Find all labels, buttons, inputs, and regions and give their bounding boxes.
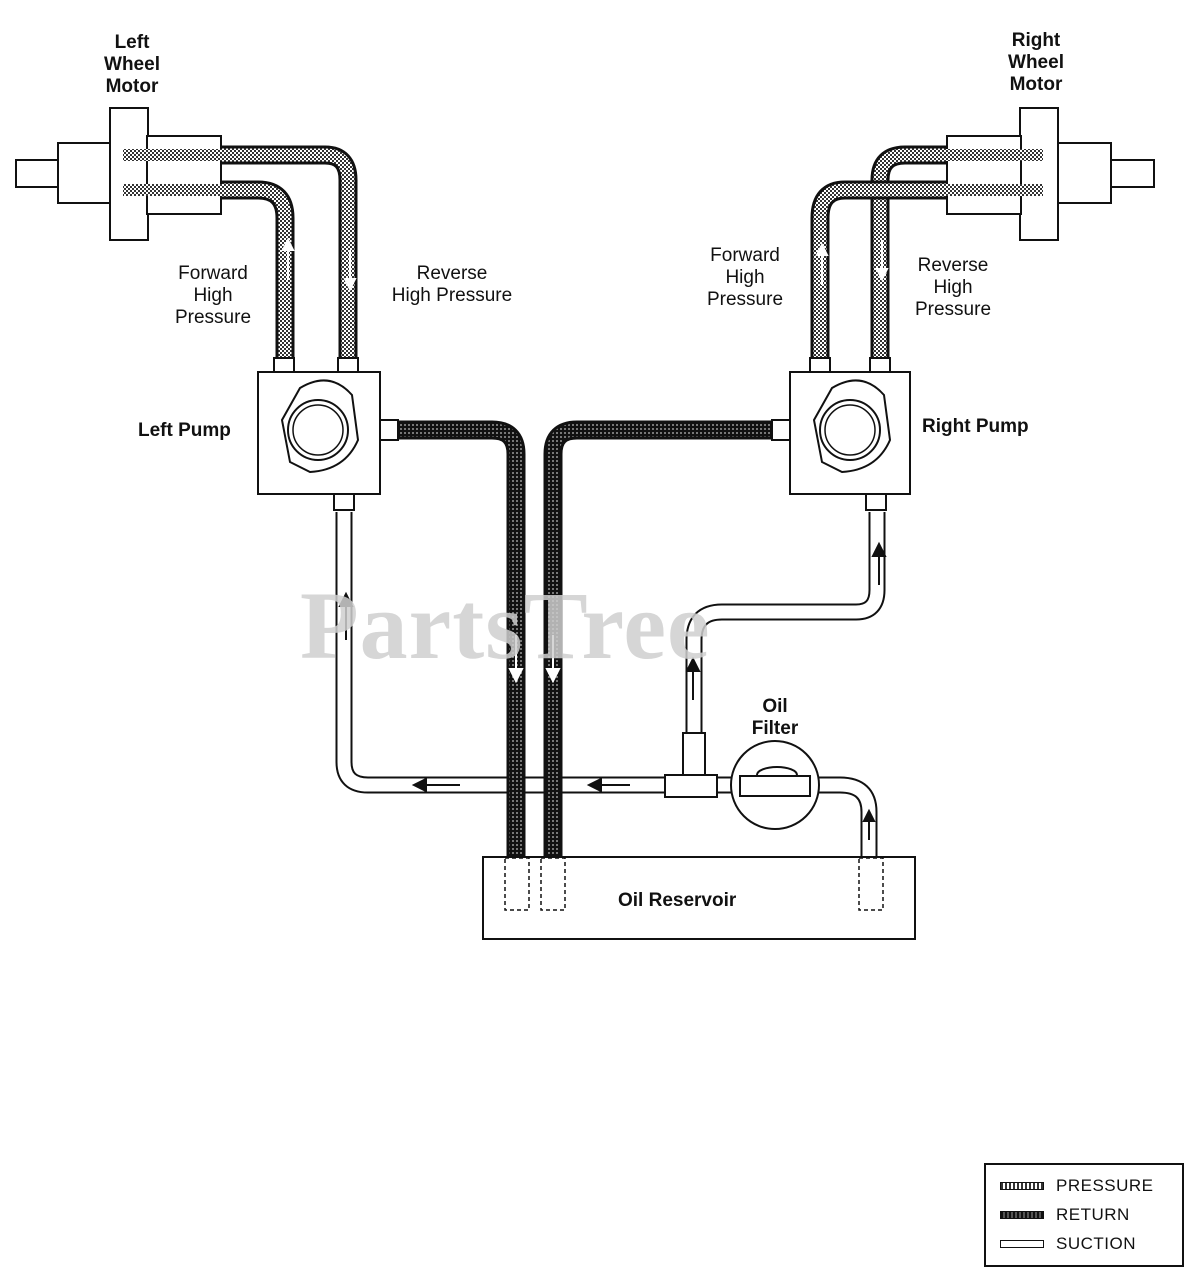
oil-reservoir-label: Oil Reservoir [618, 890, 737, 911]
right-pump [771, 357, 911, 511]
right-wheel-motor [946, 107, 1155, 241]
left-wheel-motor [15, 107, 222, 241]
left-reverse-pressure-label: Reverse High Pressure [391, 263, 513, 306]
right-motor-ports [945, 149, 1043, 196]
return-lines [398, 420, 778, 860]
pressure-lines [123, 145, 1043, 362]
right-reverse-pressure-label: Reverse High Pressure [914, 255, 992, 320]
right-forward-pressure-label: Forward High Pressure [706, 245, 784, 310]
right-pump-label: Right Pump [922, 416, 1029, 437]
left-pump-label: Left Pump [138, 420, 231, 441]
left-pump [257, 357, 399, 511]
oil-filter [730, 740, 820, 830]
legend-pressure-swatch [1000, 1182, 1044, 1190]
legend-row-return: RETURN [1000, 1204, 1130, 1226]
oil-reservoir [482, 856, 916, 940]
legend-suction-label: SUCTION [1056, 1234, 1136, 1253]
legend-pressure-label: PRESSURE [1056, 1176, 1154, 1195]
oil-filter-label: Oil Filter [751, 696, 799, 739]
legend: PRESSURE RETURN SUCTION [984, 1163, 1184, 1267]
tee-fitting [664, 732, 718, 798]
left-forward-pressure-label: Forward High Pressure [174, 263, 252, 328]
watermark: PartsTree [300, 572, 711, 679]
suction-lines [335, 512, 886, 858]
flow-arrows [281, 237, 889, 840]
right-wheel-motor-label: Right Wheel Motor [1008, 30, 1064, 95]
left-motor-ports [123, 149, 225, 196]
legend-return-label: RETURN [1056, 1205, 1130, 1224]
legend-suction-swatch [1000, 1240, 1044, 1248]
legend-row-pressure: PRESSURE [1000, 1175, 1154, 1197]
legend-return-swatch [1000, 1211, 1044, 1219]
left-wheel-motor-label: Left Wheel Motor [104, 32, 160, 97]
legend-row-suction: SUCTION [1000, 1233, 1136, 1255]
